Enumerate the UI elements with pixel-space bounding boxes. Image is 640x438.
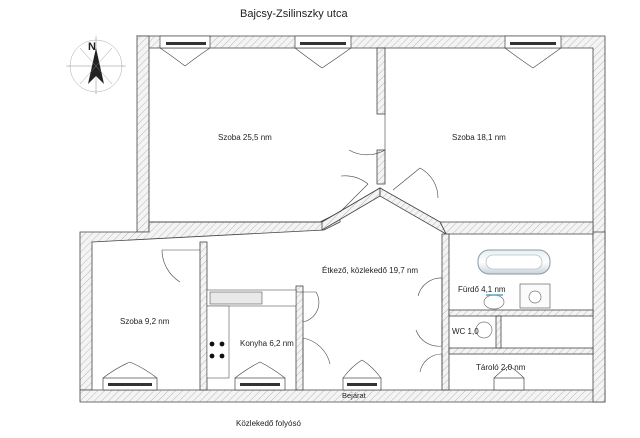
kitchen-counter	[206, 289, 297, 379]
street-label: Bajcsy-Zsilinszky utca	[240, 8, 348, 20]
outer-walls	[79, 35, 606, 403]
toilet-icon	[475, 321, 493, 339]
entrance-label: Bejárat	[342, 391, 367, 400]
washing-machine-icon	[519, 283, 551, 309]
stove-icon	[209, 341, 225, 359]
room-label-room1: Szoba 25,5 nm	[218, 133, 272, 142]
room-label-wc: WC 1,0	[452, 327, 479, 336]
room-label-dining: Étkező, közlekedő 19,7 nm	[322, 266, 418, 275]
room-label-kitchen: Konyha 6,2 nm	[240, 339, 294, 348]
room-label-room3: Szoba 9,2 nm	[120, 317, 170, 326]
corridor-label: Közlekedő folyósó	[236, 419, 301, 428]
room-label-storage: Tároló 2,0 nm	[476, 363, 526, 372]
windows	[102, 35, 562, 391]
compass-north-label: N	[88, 41, 96, 53]
room-label-bathroom: Fürdő 4,1 nm	[458, 285, 506, 294]
washbasin-icon	[483, 294, 505, 310]
compass-icon	[66, 36, 126, 94]
room-label-room2: Szoba 18,1 nm	[452, 133, 506, 142]
interior-walls	[199, 47, 594, 391]
bathtub-icon	[477, 249, 551, 275]
